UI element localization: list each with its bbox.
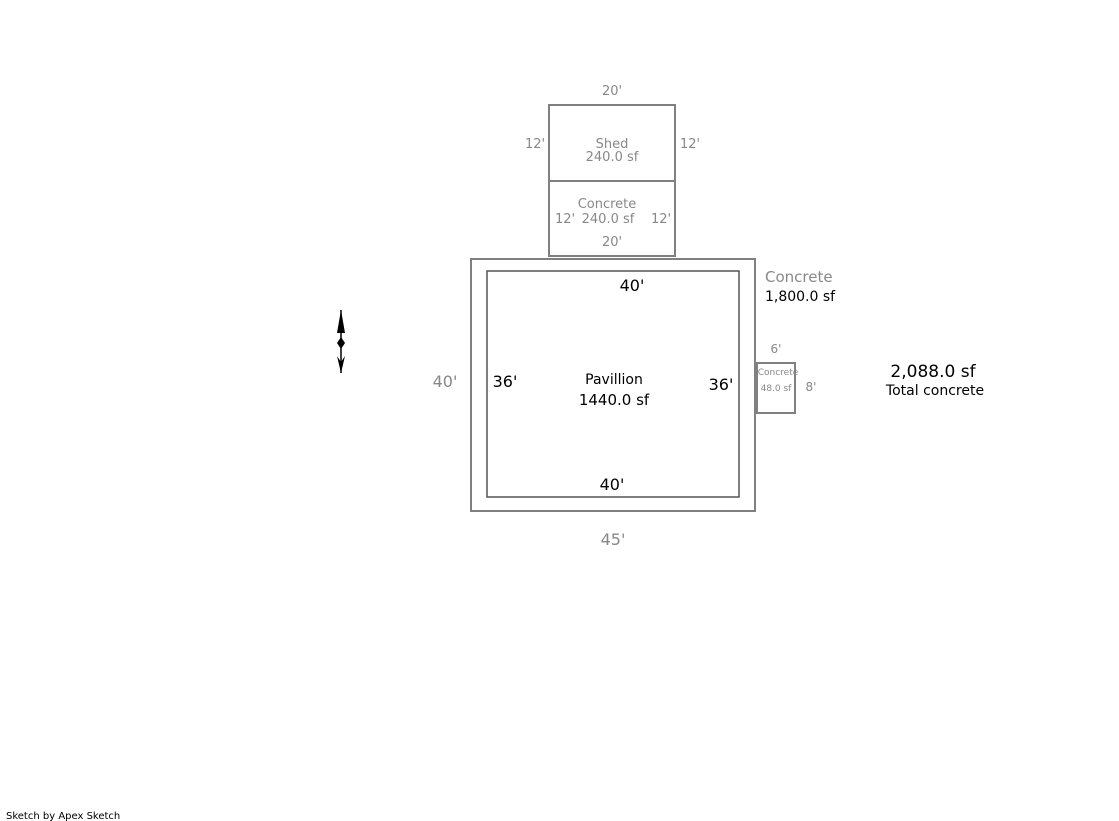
total-concrete-area: 2,088.0 sf [890, 362, 976, 382]
north-arrow-icon [337, 310, 345, 373]
shed-area: 240.0 sf [586, 150, 639, 165]
concrete-main-left-dimension: 40' [433, 372, 458, 391]
concrete-main-label: Concrete [765, 268, 833, 286]
concrete-small-top-dimension: 6' [771, 342, 782, 356]
shed-top-dimension: 20' [602, 84, 622, 99]
concrete-north-bottom-dimension: 20' [602, 235, 622, 250]
concrete-main-area: 1,800.0 sf [765, 289, 836, 305]
concrete-small-label: Concrete [758, 368, 799, 378]
pavillion-bottom-dimension: 40' [600, 475, 625, 494]
shed-right-dimension: 12' [680, 137, 700, 152]
shed-label: Shed [596, 137, 629, 152]
concrete-north-label: Concrete [578, 197, 637, 212]
footer-credit: Sketch by Apex Sketch [6, 811, 120, 821]
concrete-north-left-dimension: 12' [555, 212, 575, 227]
pavillion-left-dimension: 36' [493, 372, 518, 391]
concrete-north-right-dimension: 12' [651, 212, 671, 227]
concrete-small-right-dimension: 8' [806, 380, 817, 394]
pavillion-outline [486, 270, 740, 498]
total-concrete-label: Total concrete [885, 383, 984, 399]
concrete-north-area: 240.0 sf [582, 212, 635, 227]
pavillion-label: Pavillion [585, 372, 643, 388]
pavillion-top-dimension: 40' [620, 276, 645, 295]
concrete-small-outline [756, 362, 796, 414]
concrete-small-area: 48.0 sf [761, 384, 793, 394]
pavillion-right-dimension: 36' [709, 375, 734, 394]
pavillion-area: 1440.0 sf [579, 391, 650, 409]
concrete-main-outline [470, 258, 756, 512]
shed-left-dimension: 12' [525, 137, 545, 152]
concrete-north-outline [548, 180, 676, 257]
concrete-main-bottom-dimension: 45' [601, 530, 626, 549]
